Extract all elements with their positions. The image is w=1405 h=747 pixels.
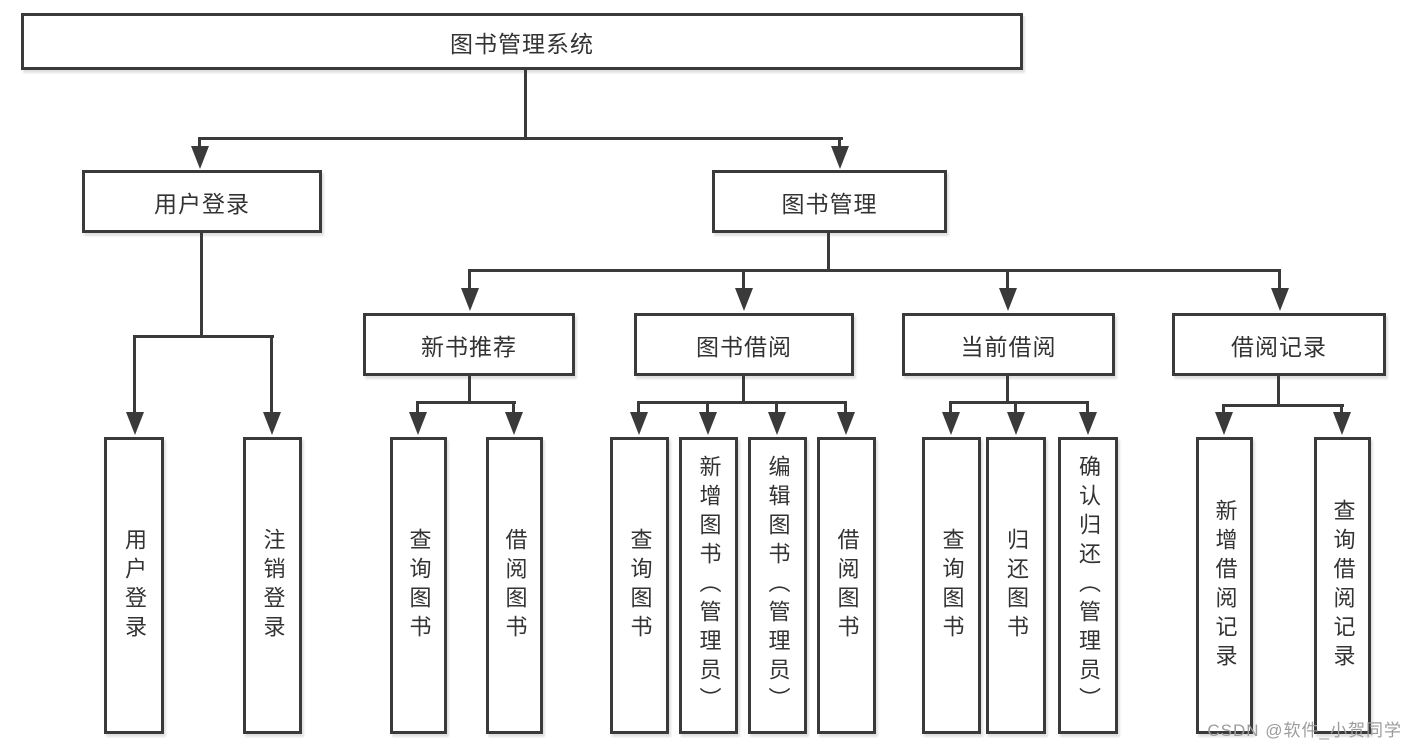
connector-line [468,269,471,291]
node-book-borrowing: 图书借阅 [634,313,854,376]
node-library-management-system: 图书管理系统 [21,13,1023,70]
leaf-edit-books-admin: 编辑图书（管理员） [748,437,807,734]
arrow-down-icon [191,146,209,169]
connector-line [416,401,419,414]
node-new-book-recommend: 新书推荐 [363,313,575,376]
csdn-watermark: CSDN @软件_小贺同学 [1207,721,1402,740]
node-current-borrowing: 当前借阅 [902,313,1115,376]
arrow-down-icon [837,412,855,435]
connector-line [468,373,471,403]
arrow-down-icon [831,146,849,169]
connector-line [742,269,745,291]
connector-line [270,335,273,415]
arrow-down-icon [505,412,523,435]
arrow-down-icon [999,288,1017,311]
connector-line [512,401,515,414]
connector-line [133,335,274,338]
leaf-query-books-recommend: 查询图书 [390,437,447,734]
leaf-user-login: 用户登录 [104,437,164,734]
arrow-down-icon [735,288,753,311]
arrow-down-icon [942,412,960,435]
connector-line [198,139,201,151]
leaf-confirm-return-admin: 确认归还（管理员） [1058,437,1118,734]
leaf-return-books: 归还图书 [986,437,1046,734]
arrow-down-icon [699,412,717,435]
arrow-down-icon [126,412,144,435]
arrow-down-icon [409,412,427,435]
connector-line [827,231,830,271]
connector-line [1014,401,1017,414]
connector-line [1278,269,1281,291]
connector-line [468,269,1281,272]
leaf-query-borrow-record: 查询借阅记录 [1314,437,1371,734]
connector-line [1222,404,1344,407]
arrow-down-icon [1007,412,1025,435]
connector-line [1277,373,1280,406]
arrow-down-icon [1271,288,1289,311]
arrow-down-icon [1215,412,1233,435]
connector-line [775,401,778,414]
arrow-down-icon [630,412,648,435]
connector-line [706,401,709,414]
connector-line [524,68,527,138]
connector-line [844,401,847,414]
arrow-down-icon [768,412,786,435]
node-book-management: 图书管理 [712,170,947,233]
leaf-add-borrow-record: 新增借阅记录 [1196,437,1253,734]
connector-line [133,335,136,415]
leaf-borrow-books-recommend: 借阅图书 [486,437,543,734]
node-borrowing-records: 借阅记录 [1172,313,1386,376]
connector-line [1340,404,1343,414]
connector-line [838,139,841,151]
connector-line [1006,373,1009,403]
connector-line [416,401,516,404]
connector-line [200,231,203,337]
node-user-login: 用户登录 [82,170,322,233]
leaf-add-books-admin: 新增图书（管理员） [679,437,738,734]
connector-line [742,373,745,403]
leaf-query-books-current: 查询图书 [922,437,981,734]
leaf-borrow-books-borrowing: 借阅图书 [817,437,876,734]
connector-line [637,401,847,404]
leaf-logout: 注销登录 [243,437,302,734]
connector-line [1086,401,1089,414]
connector-line [949,401,952,414]
connector-line [637,401,640,414]
leaf-query-books-borrowing: 查询图书 [610,437,669,734]
arrow-down-icon [1333,412,1351,435]
connector-line [1222,404,1225,414]
arrow-down-icon [1079,412,1097,435]
connector-line [198,137,843,140]
connector-line [1006,269,1009,291]
arrow-down-icon [263,412,281,435]
connector-line [949,401,1089,404]
arrow-down-icon [461,288,479,311]
